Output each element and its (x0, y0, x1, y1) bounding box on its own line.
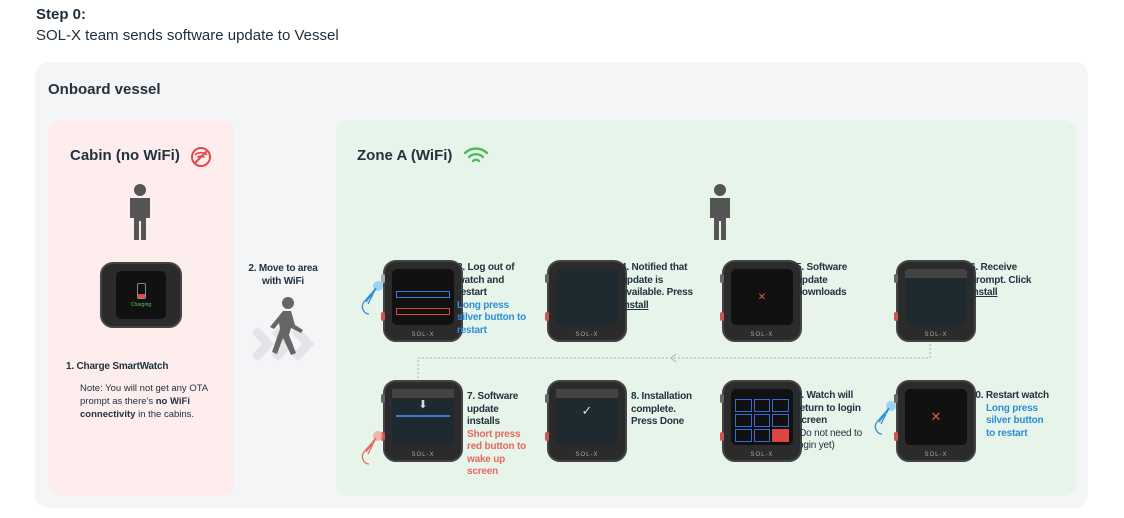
brand-label: SOL-X (924, 332, 948, 338)
note-bold: no WiFi connectivity (80, 396, 190, 420)
note-text: Note: You will not get any OTA prompt as… (80, 383, 208, 407)
watch-step-10: ✕SOL-X (894, 380, 976, 462)
watch-step-3: SOL-X (381, 260, 463, 342)
flow-connector (417, 340, 931, 378)
hand-press-icon (874, 401, 896, 435)
step-10-sub: Long press silver button to restart (986, 402, 1044, 439)
step-3-sub: Long press silver button to restart (457, 299, 527, 336)
watch-step-5: ✕SOL-X (720, 260, 802, 342)
hand-press-icon (361, 431, 383, 465)
charging-watch: Charging (100, 262, 182, 328)
person-icon (130, 184, 150, 240)
walking-person-icon (251, 297, 315, 362)
battery-icon (136, 282, 146, 299)
step-6-main: 6. Receive prompt. Click (970, 262, 1032, 286)
hand-press-icon (361, 281, 383, 315)
brand-label: SOL-X (411, 452, 435, 458)
watch-step-4: SOL-X (545, 260, 627, 342)
panel-title: Onboard vessel (48, 81, 161, 98)
step-7-sub: Short press red button to wake up screen (467, 428, 527, 478)
step-7-main: 7. Software update installs (467, 391, 519, 427)
watch-step-8: ✓ SOL-X (545, 380, 627, 462)
step-title: Step 0: (36, 6, 87, 23)
brand-label: SOL-X (575, 452, 599, 458)
watch-step-9: SOL-X (720, 380, 802, 462)
step-4-label: 4. Notified that update is available. Pr… (621, 262, 693, 312)
watch-step-6: SOL-X (894, 260, 976, 342)
install-link: Install (970, 287, 998, 298)
install-link: Install (621, 299, 649, 311)
person-icon (710, 184, 730, 240)
checkmark-icon: ✓ (581, 403, 593, 418)
no-wifi-icon (191, 147, 211, 167)
brand-label: SOL-X (575, 332, 599, 338)
step-6-label: 6. Receive prompt. Click Install (970, 262, 1040, 300)
cabin-note: Note: You will not get any OTA prompt as… (80, 382, 230, 421)
note-text-end: in the cabins. (135, 409, 195, 420)
step-9-main: 9. Watch will return to login screen (796, 390, 861, 426)
brand-label: SOL-X (750, 332, 774, 338)
step-2-label: 2. Move to area with WiFi (248, 263, 318, 287)
step-subtitle: SOL-X team sends software update to Vess… (36, 27, 339, 44)
zone-title: Zone A (WiFi) (357, 147, 453, 164)
download-icon: ⬇ (418, 399, 428, 411)
brand-label: SOL-X (750, 452, 774, 458)
step-8-label: 8. Installation complete. Press Done (631, 391, 692, 427)
step-10-main: 10. Restart watch (970, 390, 1049, 401)
step-1-label: 1. Charge SmartWatch (66, 361, 169, 372)
cabin-title: Cabin (no WiFi) (70, 147, 180, 164)
step-9-label: 9. Watch will return to login screen(Do … (796, 390, 868, 453)
step-5-label: 5. Software update downloads (796, 262, 848, 298)
step-3-main: 3. Log out of watch and restart (457, 262, 515, 298)
step-9-sub: (Do not need to login yet) (796, 427, 862, 452)
watch-step-7: ⬇ SOL-X (381, 380, 463, 462)
wifi-icon (463, 147, 489, 163)
charging-label: Charging (130, 301, 152, 308)
brand-label: SOL-X (924, 452, 948, 458)
step-4-main: 4. Notified that update is available. Pr… (621, 262, 693, 298)
brand-label: SOL-X (411, 332, 435, 338)
